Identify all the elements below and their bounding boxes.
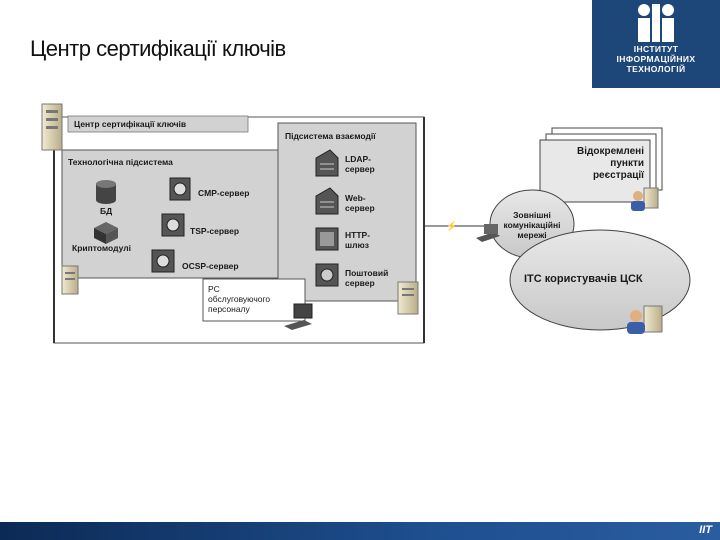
ocsp-label: OCSP-сервер [182, 261, 239, 271]
gateway-server-icon [398, 282, 418, 314]
mail-server-icon [316, 264, 338, 286]
tsp-label: TSP-сервер [190, 226, 239, 236]
csk-title-label: Центр сертифікації ключів [74, 119, 244, 129]
tech-subsystem-title: Технологічна підсистема [68, 157, 268, 167]
interaction-subsystem-title: Підсистема взаємодії [285, 131, 415, 141]
web-label: Web-сервер [345, 193, 375, 213]
ocsp-server-icon [152, 250, 174, 272]
tsp-server-icon [162, 214, 184, 236]
itc-users-label: ІТС користувачів ЦСК [524, 273, 684, 285]
footer-bar: ІІТ [0, 522, 720, 540]
csk-server-bottom-icon [62, 266, 78, 294]
http-gateway-icon [316, 228, 338, 250]
ldap-label: LDAP-сервер [345, 154, 375, 174]
csk-server-top-icon [42, 104, 62, 150]
db-label: БД [100, 206, 112, 216]
cmp-label: CMP-сервер [198, 188, 249, 198]
footer-abbr: ІІТ [699, 524, 712, 536]
cmp-server-icon [170, 178, 190, 200]
http-label: HTTP-шлюз [345, 230, 370, 250]
database-icon [96, 180, 116, 204]
crypto-label: Криптомодулі [72, 243, 131, 253]
link-zigzag-icon: ⚡ [446, 220, 457, 232]
